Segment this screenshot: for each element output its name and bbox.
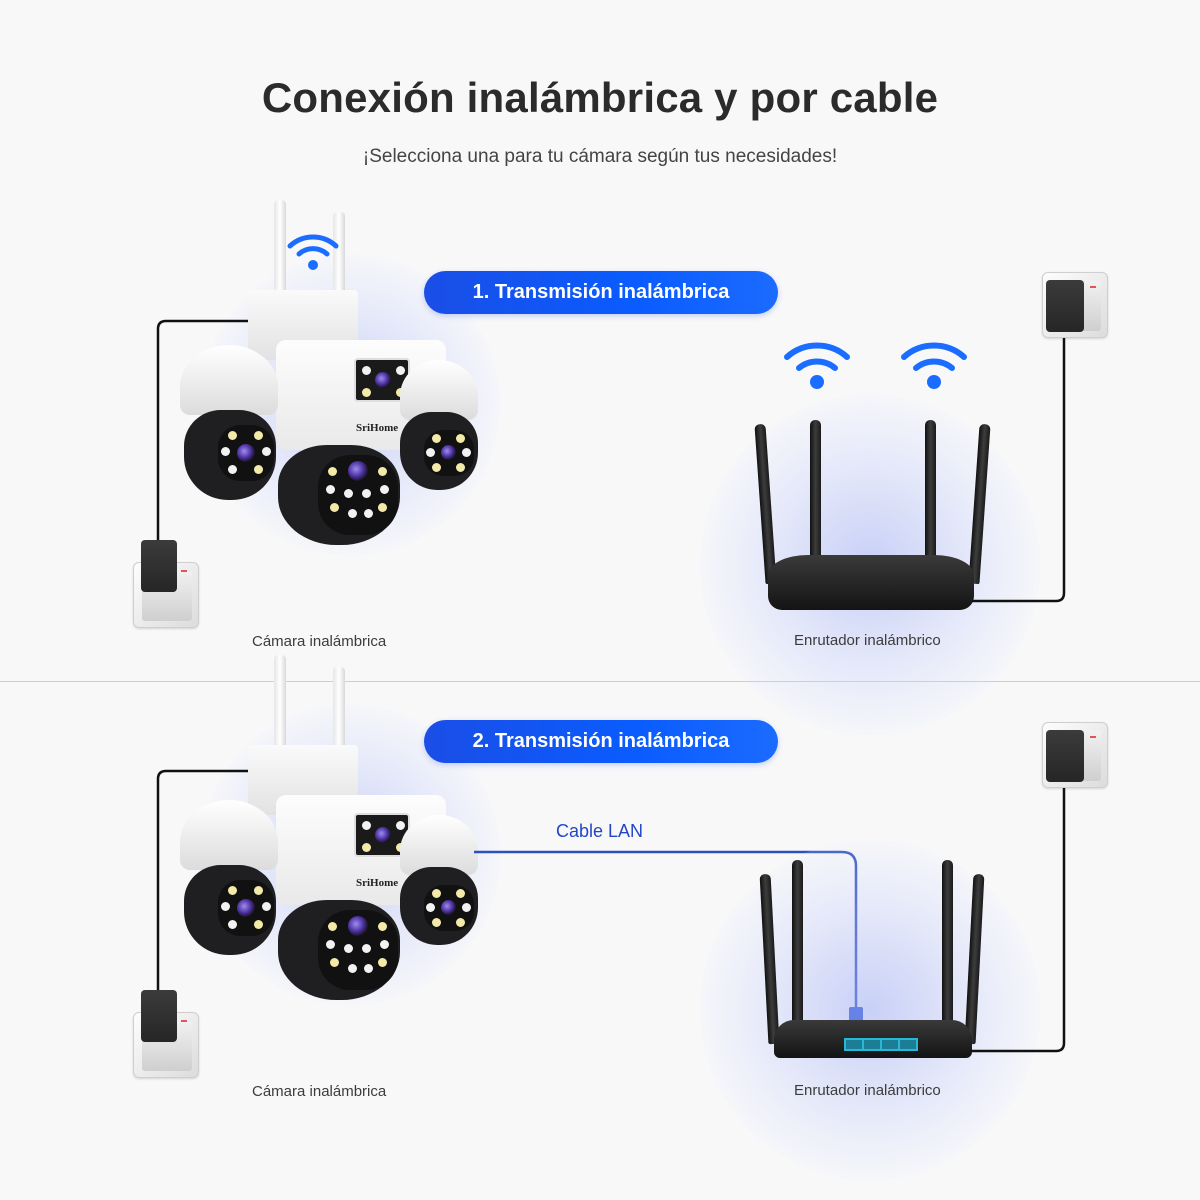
section-1-pill: 1. Transmisión inalámbrica bbox=[424, 271, 778, 314]
power-adapter bbox=[1046, 280, 1096, 332]
camera-brand: SriHome bbox=[356, 877, 399, 889]
wifi-icon bbox=[784, 342, 850, 389]
power-adapter bbox=[141, 540, 187, 592]
camera-power-cable bbox=[156, 769, 250, 995]
camera-image: SriHome bbox=[178, 200, 478, 550]
lan-ports bbox=[844, 1038, 918, 1051]
camera-left-dome bbox=[180, 345, 278, 415]
power-adapter bbox=[141, 990, 187, 1042]
router-label: Enrutador inalámbrico bbox=[794, 1082, 941, 1099]
router-power-cable bbox=[972, 325, 1066, 603]
router-image bbox=[759, 860, 985, 1070]
page-subtitle: ¡Selecciona una para tu cámara según tus… bbox=[362, 146, 838, 167]
router-label: Enrutador inalámbrico bbox=[794, 632, 941, 649]
page-title: Conexión inalámbrica y por cable bbox=[261, 74, 939, 121]
camera-label: Cámara inalámbrica bbox=[252, 1083, 387, 1100]
camera-image: SriHome bbox=[178, 655, 478, 1005]
router-image bbox=[754, 420, 991, 620]
wifi-icon bbox=[901, 342, 967, 389]
camera-right-dome bbox=[400, 360, 478, 420]
section-wireless: SriHome bbox=[0, 195, 1200, 735]
router-power-cable bbox=[970, 775, 1066, 1053]
wifi-icon bbox=[287, 234, 339, 270]
section-divider bbox=[0, 681, 1200, 682]
router-glow bbox=[700, 840, 1040, 1180]
camera-label: Cámara inalámbrica bbox=[252, 633, 387, 650]
lan-cable-label: Cable LAN bbox=[556, 821, 644, 841]
camera-left-dome bbox=[180, 800, 278, 870]
camera-right-dome bbox=[400, 815, 478, 875]
camera-power-cable bbox=[156, 319, 250, 545]
section-wired: SriHome 2. Transmisión inalámbrica bbox=[0, 645, 1200, 1180]
camera-brand: SriHome bbox=[356, 422, 399, 434]
section-2-pill: 2. Transmisión inalámbrica bbox=[424, 720, 778, 763]
power-adapter bbox=[1046, 730, 1096, 782]
